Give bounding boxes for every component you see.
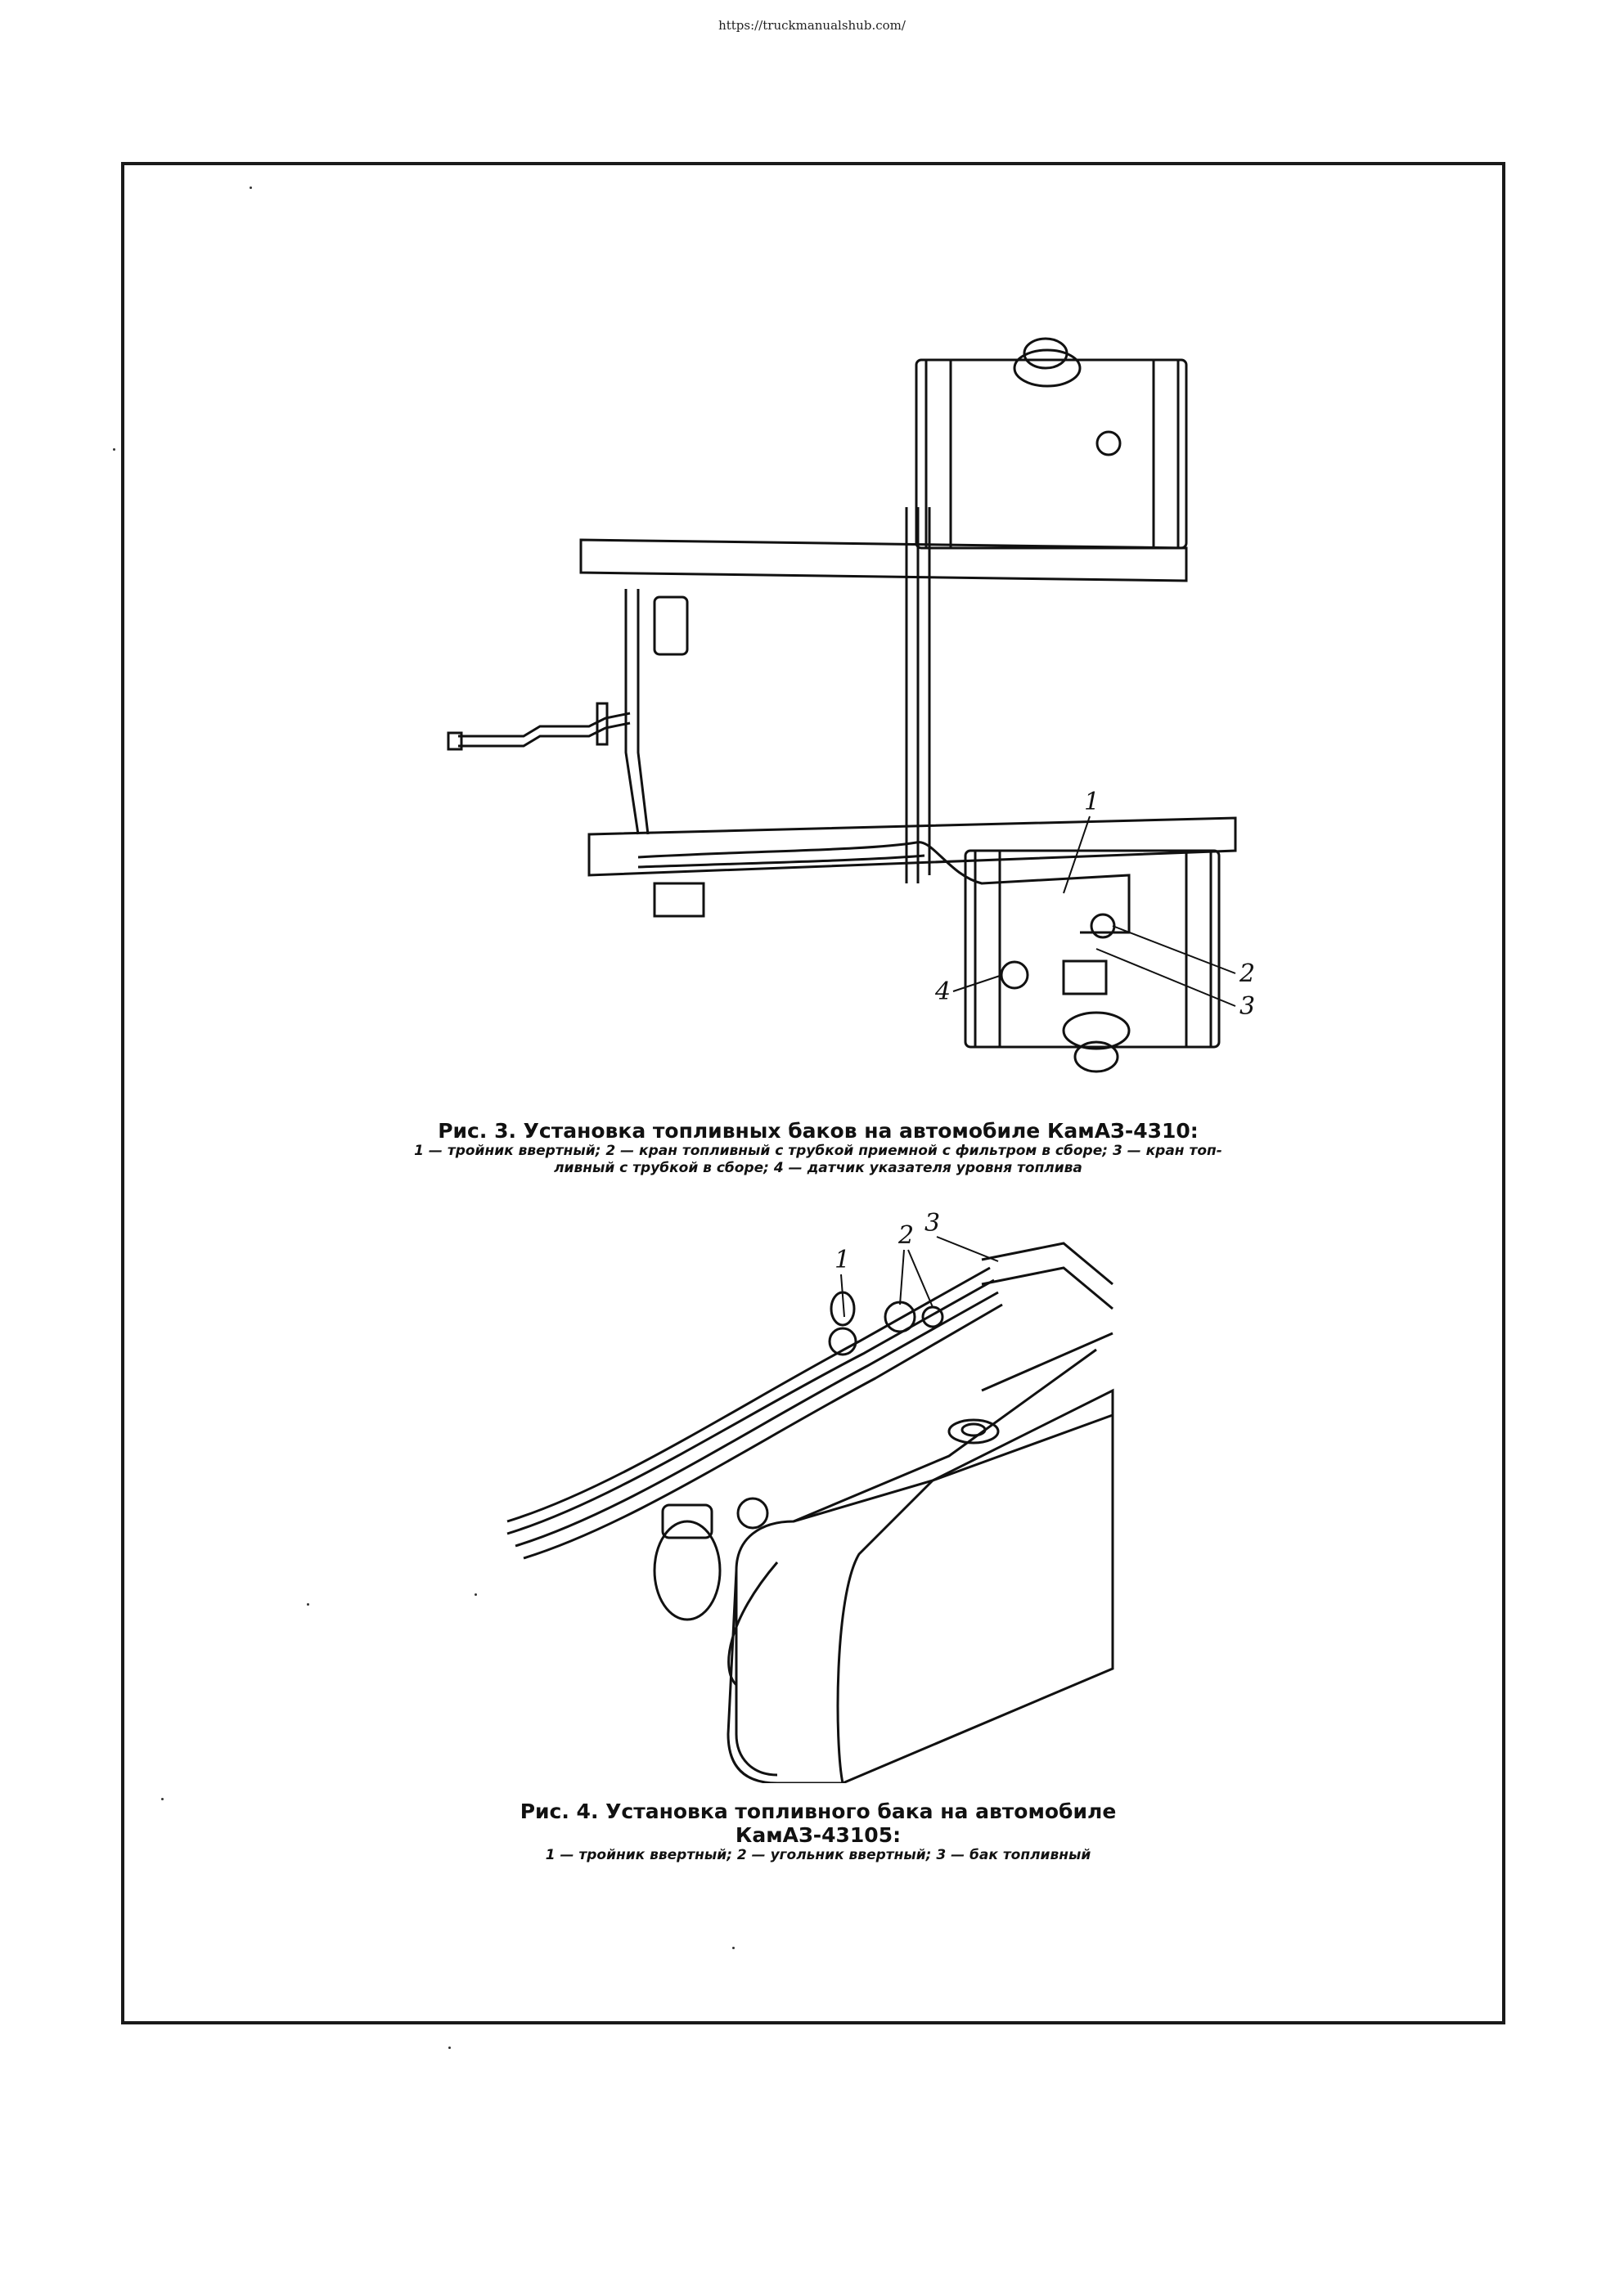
figure-4-caption: Рис. 4. Установка топливного бака на авт… <box>327 1800 1309 1864</box>
upper-frame-rail <box>579 538 1188 582</box>
figure-3-legend-line-1: 1 — тройник ввертный; 2 — кран топливный… <box>414 1143 1222 1159</box>
callout-4: 4 <box>934 977 951 1006</box>
scan-speck <box>448 2047 451 2049</box>
scan-speck <box>307 1603 309 1606</box>
page-frame <box>121 162 1505 2024</box>
scan-speck <box>161 1798 164 1800</box>
source-url: https://truckmanualshub.com/ <box>718 18 906 33</box>
figure-4-title-line-2: КамАЗ-43105: <box>735 1823 902 1847</box>
figure-3-legend-line-2: ливный с трубкой в сборе; 4 — датчик ука… <box>554 1160 1082 1176</box>
figure-4-diagram: 1 2 3 <box>506 1211 1114 1783</box>
figure-3-diagram: 1 2 3 4 <box>447 337 1255 1073</box>
scan-speck <box>475 1593 477 1596</box>
callout-3: 3 <box>924 1211 940 1238</box>
scan-speck <box>732 1947 735 1949</box>
lower-frame-rail <box>587 816 1237 877</box>
figure-3-title: Рис. 3. Установка топливных баков на авт… <box>438 1119 1199 1143</box>
fuel-tank-body <box>727 1388 1114 1783</box>
callout-3: 3 <box>1239 992 1255 1021</box>
callout-1: 1 <box>834 1246 850 1274</box>
callout-1: 1 <box>1084 788 1100 816</box>
figure-4-legend: 1 — тройник ввертный; 2 — угольник вверт… <box>545 1847 1091 1863</box>
callout-2: 2 <box>897 1221 914 1250</box>
fuel-filter <box>653 1520 722 1621</box>
scan-speck <box>113 448 115 451</box>
lower-fuel-tank <box>964 849 1221 1049</box>
figure-4-title-line-1: Рис. 4. Установка топливного бака на авт… <box>520 1800 1117 1823</box>
callout-2: 2 <box>1239 959 1255 988</box>
upper-fuel-tank <box>915 358 1188 550</box>
scan-speck <box>250 186 252 189</box>
figure-3-caption: Рис. 3. Установка топливных баков на авт… <box>327 1119 1309 1177</box>
